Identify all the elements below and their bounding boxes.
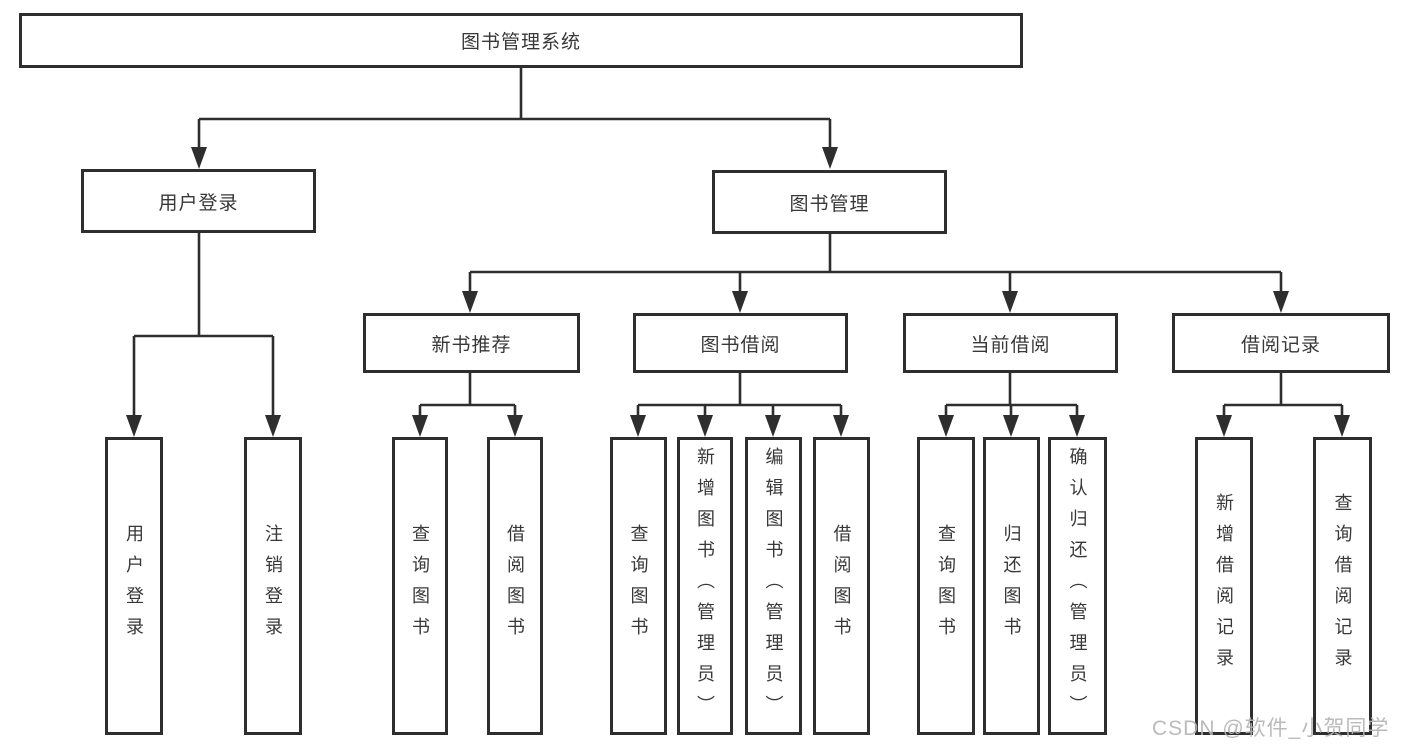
leaf-user-login: 用户登录 <box>105 437 163 735</box>
leaf-add-books-admin: 新增图书（管理员） <box>677 437 733 735</box>
leaf-logout-label: 注销登录 <box>263 524 283 648</box>
leaf-return-books-label: 归还图书 <box>1001 524 1022 648</box>
leaf-edit-books-admin-label: 编辑图书（管理员） <box>763 446 784 726</box>
node-user-login: 用户登录 <box>81 169 316 233</box>
csdn-watermark: CSDN @软件_小贺同学 <box>1152 717 1390 740</box>
leaf-query-books-current: 查询图书 <box>917 437 975 735</box>
node-borrowing-records: 借阅记录 <box>1172 313 1390 373</box>
leaf-confirm-return-admin: 确认归还（管理员） <box>1048 437 1107 735</box>
leaf-borrow-books-recommend: 借阅图书 <box>487 437 543 735</box>
leaf-query-books-recommend: 查询图书 <box>392 437 448 735</box>
leaf-borrow-books-recommend-label: 借阅图书 <box>505 524 525 648</box>
leaf-add-books-admin-label: 新增图书（管理员） <box>695 446 715 726</box>
leaf-user-login-label: 用户登录 <box>124 524 144 648</box>
leaf-borrow-books-borrowing-label: 借阅图书 <box>831 524 852 648</box>
node-book-management: 图书管理 <box>712 170 947 234</box>
leaf-query-books-borrowing-label: 查询图书 <box>628 524 649 648</box>
leaf-query-borrow-record-label: 查询借阅记录 <box>1332 493 1353 679</box>
leaf-add-borrow-record: 新增借阅记录 <box>1195 437 1253 735</box>
leaf-add-borrow-record-label: 新增借阅记录 <box>1214 493 1234 679</box>
node-new-book-recommendation: 新书推荐 <box>363 313 580 373</box>
node-library-management-system: 图书管理系统 <box>19 13 1023 68</box>
leaf-query-borrow-record: 查询借阅记录 <box>1313 437 1372 735</box>
leaf-confirm-return-admin-label: 确认归还（管理员） <box>1067 446 1088 726</box>
leaf-query-books-current-label: 查询图书 <box>936 524 956 648</box>
node-current-borrowing: 当前借阅 <box>903 313 1118 373</box>
leaf-borrow-books-borrowing: 借阅图书 <box>813 437 870 735</box>
node-book-borrowing: 图书借阅 <box>633 313 848 373</box>
leaf-edit-books-admin: 编辑图书（管理员） <box>745 437 802 735</box>
leaf-return-books: 归还图书 <box>983 437 1040 735</box>
leaf-logout: 注销登录 <box>244 437 302 735</box>
leaf-query-books-recommend-label: 查询图书 <box>410 524 430 648</box>
leaf-query-books-borrowing: 查询图书 <box>610 437 667 735</box>
